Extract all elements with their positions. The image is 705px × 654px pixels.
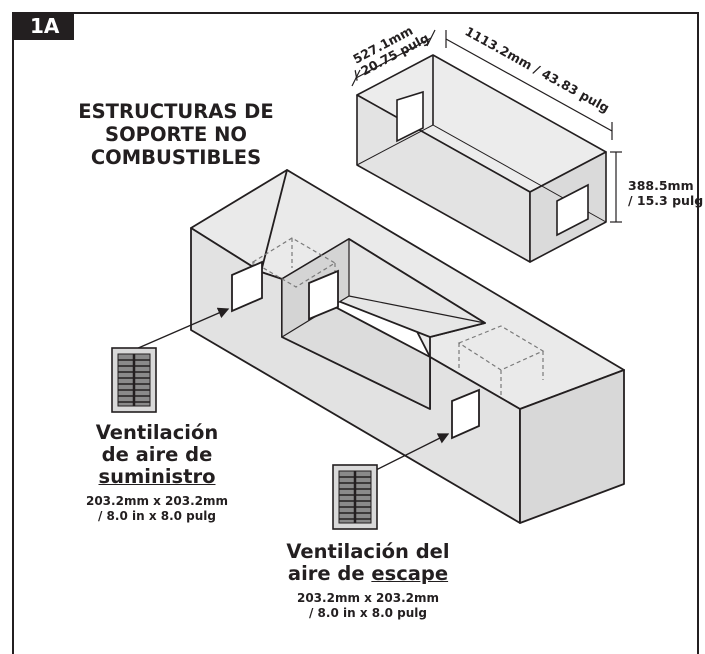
supply-arrow xyxy=(135,307,230,350)
support-structure xyxy=(190,169,625,524)
exhaust-vent-size-line2: / 8.0 in x 8.0 pulg xyxy=(308,606,428,620)
height-dimension-line2: / 15.3 pulg xyxy=(628,193,704,208)
exhaust-vent-title-line2-underlined: escape xyxy=(371,562,449,585)
exhaust-vent-size-line1: 203.2mm x 203.2mm xyxy=(296,591,440,605)
dimension-box-opening-right xyxy=(556,183,589,237)
supply-vent-title-line2: de aire de xyxy=(101,443,213,466)
height-dimension-line1: 388.5mm xyxy=(628,178,694,193)
exhaust-opening xyxy=(451,388,480,440)
supply-vent-label: Ventilación de aire de suministro 203.2m… xyxy=(62,422,252,524)
supply-vent-title-line1: Ventilación xyxy=(95,421,219,444)
exhaust-vent-title-line1: Ventilación del xyxy=(286,540,450,563)
supply-grille-icon xyxy=(111,347,157,413)
supply-vent-size-line2: / 8.0 in x 8.0 pulg xyxy=(97,509,217,523)
dimension-lines xyxy=(351,29,622,223)
supply-vent-title-line3: suministro xyxy=(98,465,216,488)
height-dimension: 388.5mm / 15.3 pulg xyxy=(628,178,703,208)
supply-opening-inner xyxy=(308,269,339,321)
exhaust-vent-label: Ventilación del aire de escape 203.2mm x… xyxy=(268,541,468,621)
dimension-box-opening-left xyxy=(396,90,424,143)
exhaust-grille-icon xyxy=(332,464,378,530)
supply-vent-size-line1: 203.2mm x 203.2mm xyxy=(85,494,229,508)
figure-frame xyxy=(12,12,699,654)
exhaust-vent-title-line2-prefix: aire de xyxy=(287,562,372,585)
supply-opening-front xyxy=(231,260,263,313)
structure-title: ESTRUCTURAS DE SOPORTE NO COMBUSTIBLES xyxy=(78,100,274,169)
figure-tag: 1A xyxy=(12,12,74,40)
